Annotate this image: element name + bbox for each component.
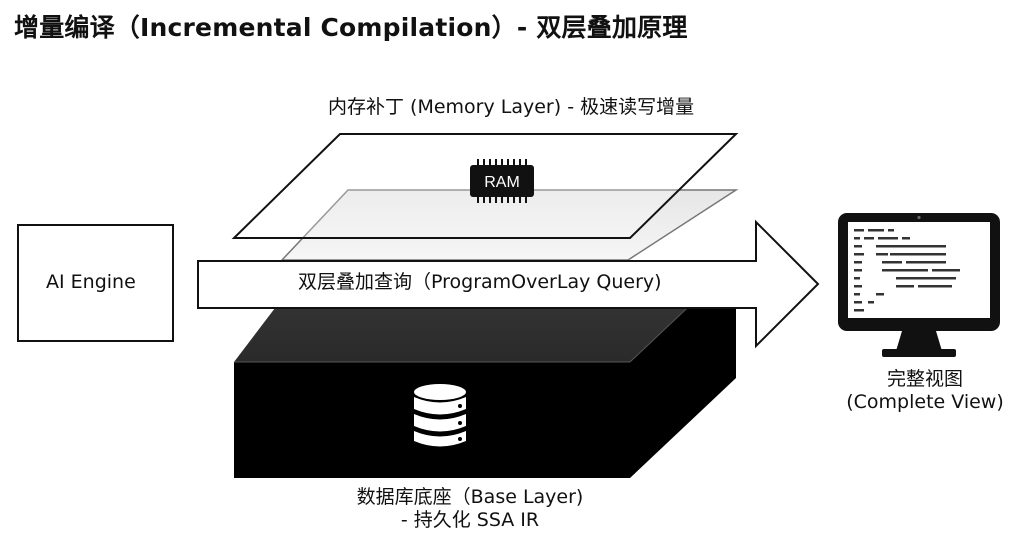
base-layer-label: 数据库底座（Base Layer) - 持久化 SSA IR: [290, 486, 650, 532]
monitor-code-icon: [838, 213, 1000, 357]
base-layer-label-line1: 数据库底座（Base Layer): [356, 486, 584, 508]
ai-engine-box: [17, 224, 174, 342]
complete-view-label-line2: (Complete View): [846, 390, 1004, 413]
complete-view-label-line1: 完整视图: [886, 368, 963, 390]
database-icon: [414, 384, 466, 447]
base-layer-side-face: [630, 262, 736, 478]
memory-layer-label: 内存补丁 (Memory Layer) - 极速读写增量: [328, 96, 695, 118]
ai-engine-label: AI Engine: [46, 271, 136, 293]
ram-chip-icon: RAM: [470, 159, 534, 203]
base-layer-label-line2: - 持久化 SSA IR: [400, 508, 540, 531]
complete-view-label: 完整视图 (Complete View): [820, 368, 1024, 414]
page-title: 增量编译（Incremental Compilation）- 双层叠加原理: [14, 13, 688, 42]
ram-chip-label: RAM: [484, 174, 520, 191]
query-arrow-label: 双层叠加查询（ProgramOverLay Query): [298, 271, 662, 293]
query-arrow: [197, 219, 820, 349]
